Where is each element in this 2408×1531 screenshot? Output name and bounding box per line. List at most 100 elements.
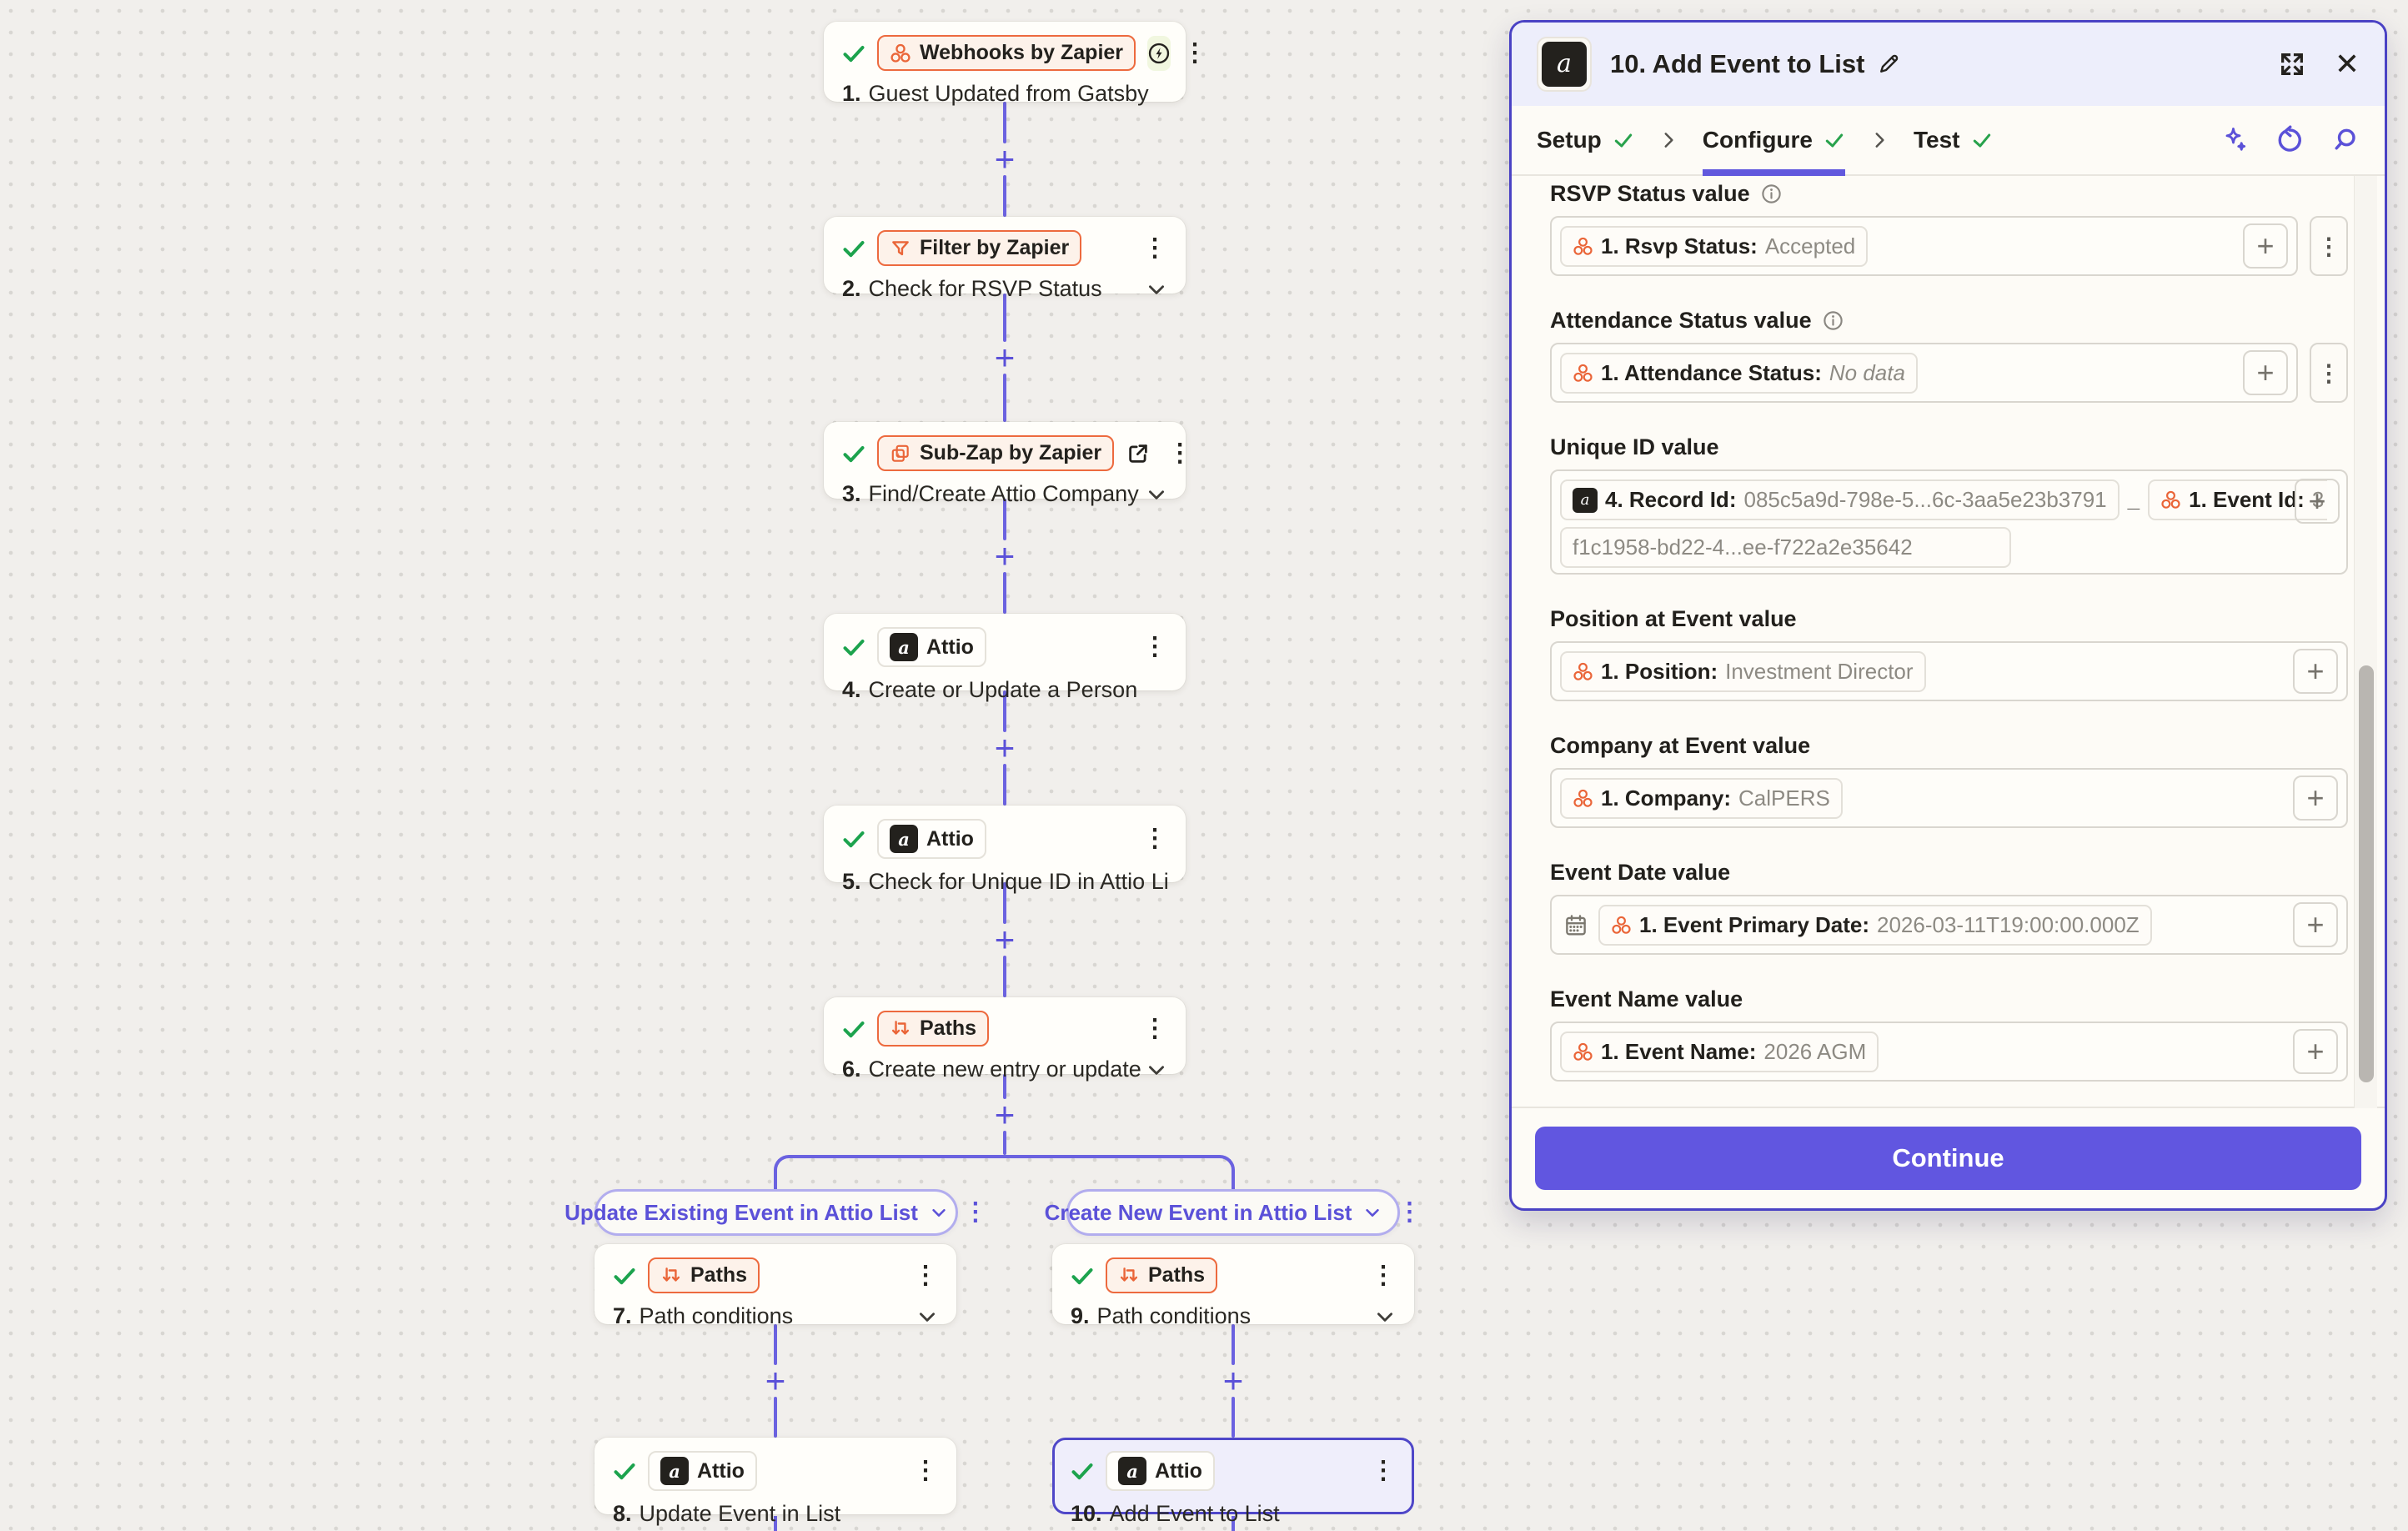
- add-step-button[interactable]: +: [765, 1361, 786, 1400]
- scrollbar-thumb[interactable]: [2359, 665, 2374, 1082]
- add-step-button[interactable]: +: [994, 1094, 1016, 1134]
- webhook-icon: [1573, 236, 1593, 257]
- path-branch-label-b[interactable]: Create New Event in Attio List ⋮: [1045, 1189, 1422, 1236]
- company-input[interactable]: 1. Company: CalPERS +: [1550, 768, 2348, 828]
- mapped-field-token[interactable]: 1. Company: CalPERS: [1560, 777, 1843, 819]
- app-badge-webhooks[interactable]: Webhooks by Zapier: [877, 35, 1136, 71]
- step-node-3[interactable]: Sub-Zap by Zapier ⋮ 3. Find/Create Attio…: [824, 422, 1192, 506]
- step-menu-button[interactable]: ⋮: [1371, 1261, 1396, 1289]
- mapped-field-token[interactable]: 1. Attendance Status: No data: [1560, 352, 1918, 394]
- field-company-at-event: Company at Event value 1. Company: CalPE…: [1550, 733, 2348, 828]
- step-menu-button[interactable]: ⋮: [1142, 1014, 1167, 1042]
- step-node-7[interactable]: Paths ⋮ 7. Path conditions: [594, 1244, 956, 1328]
- app-badge-attio[interactable]: a Attio: [648, 1451, 757, 1491]
- tab-test[interactable]: Test: [1914, 106, 1993, 174]
- event-name-input[interactable]: 1. Event Name: 2026 AGM +: [1550, 1022, 2348, 1082]
- step-number: 7.: [613, 1303, 632, 1328]
- add-step-button[interactable]: +: [994, 338, 1016, 377]
- expand-panel-icon[interactable]: [2278, 50, 2306, 78]
- app-badge-attio[interactable]: a Attio: [877, 819, 986, 859]
- search-icon[interactable]: [2330, 125, 2360, 155]
- field-event-date: Event Date value 1. Event Primary Date: …: [1550, 860, 2348, 955]
- webhook-icon: [1573, 661, 1593, 682]
- step-node-8[interactable]: a Attio ⋮ 8. Update Event in List: [594, 1438, 956, 1526]
- step-menu-button[interactable]: ⋮: [1142, 825, 1167, 852]
- step-menu-button[interactable]: ⋮: [1182, 38, 1208, 67]
- chevron-down-icon[interactable]: [1146, 484, 1167, 505]
- field-menu-button[interactable]: ⋮: [2310, 216, 2348, 276]
- step-node-5[interactable]: a Attio ⋮ 5. Check for Unique ID in Atti…: [824, 806, 1186, 894]
- step-number: 3.: [842, 481, 861, 506]
- insert-data-button[interactable]: +: [2243, 223, 2288, 269]
- step-node-10[interactable]: a Attio ⋮ 10. Add Event to List: [1052, 1438, 1414, 1526]
- rsvp-status-input[interactable]: 1. Rsvp Status: Accepted +: [1550, 216, 2298, 276]
- step-menu-button[interactable]: ⋮: [913, 1261, 938, 1289]
- panel-scrollbar[interactable]: [2354, 176, 2377, 1108]
- mapped-field-token[interactable]: a 4. Record Id: 085c5a9d-798e-5...6c-3aa…: [1560, 479, 2120, 520]
- refresh-icon[interactable]: [2275, 125, 2305, 155]
- instant-trigger-icon: [1147, 35, 1171, 71]
- insert-data-button[interactable]: +: [2293, 649, 2338, 694]
- field-menu-button[interactable]: ⋮: [2310, 343, 2348, 403]
- insert-data-button[interactable]: +: [2293, 1029, 2338, 1074]
- step-title: Path conditions: [639, 1303, 794, 1328]
- app-badge-subzap[interactable]: Sub-Zap by Zapier: [877, 435, 1115, 471]
- step-node-4[interactable]: a Attio ⋮ 4. Create or Update a Person: [824, 614, 1186, 702]
- add-step-button[interactable]: +: [994, 920, 1016, 959]
- step-menu-button[interactable]: ⋮: [1167, 439, 1193, 467]
- app-badge-paths[interactable]: Paths: [877, 1011, 990, 1047]
- add-step-button[interactable]: +: [994, 139, 1016, 178]
- chevron-down-icon[interactable]: [1146, 279, 1167, 300]
- step-node-6[interactable]: Paths ⋮ 6. Create new entry or update on…: [824, 997, 1186, 1082]
- step-menu-button[interactable]: ⋮: [913, 1457, 938, 1484]
- chevron-down-icon[interactable]: [930, 1203, 948, 1222]
- continue-button[interactable]: Continue: [1535, 1127, 2361, 1190]
- path-branch-label-a[interactable]: Update Existing Event in Attio List ⋮: [564, 1189, 988, 1236]
- branch-menu-button[interactable]: ⋮: [1397, 1198, 1422, 1226]
- calendar-icon[interactable]: [1563, 912, 1588, 937]
- tab-configure[interactable]: Configure: [1702, 106, 1846, 176]
- step-menu-button[interactable]: ⋮: [1142, 633, 1167, 660]
- edit-title-icon[interactable]: [1876, 52, 1901, 77]
- ai-sparkle-icon[interactable]: [2220, 125, 2250, 155]
- chevron-down-icon[interactable]: [1146, 1059, 1167, 1081]
- event-date-input[interactable]: 1. Event Primary Date: 2026-03-11T19:00:…: [1550, 895, 2348, 955]
- app-badge-paths[interactable]: Paths: [1106, 1257, 1218, 1293]
- app-badge-filter[interactable]: Filter by Zapier: [877, 230, 1082, 266]
- mapped-field-token[interactable]: 1. Event Primary Date: 2026-03-11T19:00:…: [1598, 904, 2152, 946]
- step-node-2[interactable]: Filter by Zapier ⋮ 2. Check for RSVP Sta…: [824, 217, 1186, 301]
- app-badge-attio[interactable]: a Attio: [1106, 1451, 1215, 1491]
- mapped-field-token[interactable]: 1. Event Name: 2026 AGM: [1560, 1031, 1879, 1072]
- insert-data-button[interactable]: +: [2243, 350, 2288, 395]
- step-node-1[interactable]: Webhooks by Zapier ⋮ 1. Guest Updated fr…: [824, 22, 1207, 106]
- branch-menu-button[interactable]: ⋮: [962, 1198, 988, 1226]
- add-step-button[interactable]: +: [1222, 1361, 1244, 1400]
- insert-data-button[interactable]: +: [2295, 479, 2340, 524]
- chevron-down-icon[interactable]: [1374, 1306, 1396, 1328]
- add-step-button[interactable]: +: [994, 536, 1016, 575]
- insert-data-button[interactable]: +: [2293, 776, 2338, 821]
- attio-icon: a: [1118, 1457, 1146, 1485]
- open-subzap-icon[interactable]: [1126, 441, 1151, 466]
- app-badge-paths[interactable]: Paths: [648, 1257, 760, 1293]
- add-step-button[interactable]: +: [994, 728, 1016, 767]
- step-menu-button[interactable]: ⋮: [1371, 1457, 1396, 1484]
- mapped-field-token[interactable]: 1. Rsvp Status: Accepted: [1560, 225, 1869, 267]
- step-menu-button[interactable]: ⋮: [1142, 233, 1167, 262]
- insert-data-button[interactable]: +: [2293, 902, 2338, 947]
- close-panel-icon[interactable]: ✕: [2334, 47, 2360, 81]
- mapped-field-token-wrap[interactable]: f1c1958-bd22-4...ee-f722a2e35642: [1560, 527, 2012, 568]
- position-input[interactable]: 1. Position: Investment Director +: [1550, 641, 2348, 701]
- tab-setup[interactable]: Setup: [1537, 106, 1634, 174]
- app-badge-attio[interactable]: a Attio: [877, 627, 986, 667]
- chevron-right-icon: [1869, 129, 1890, 151]
- unique-id-input[interactable]: a 4. Record Id: 085c5a9d-798e-5...6c-3aa…: [1550, 469, 2348, 575]
- attendance-status-input[interactable]: 1. Attendance Status: No data +: [1550, 343, 2298, 403]
- chevron-down-icon[interactable]: [1363, 1203, 1382, 1222]
- info-icon[interactable]: [1760, 183, 1783, 205]
- step-node-9[interactable]: Paths ⋮ 9. Path conditions: [1052, 1244, 1414, 1328]
- chevron-down-icon[interactable]: [916, 1306, 938, 1328]
- mapped-field-token[interactable]: 1. Position: Investment Director: [1560, 650, 1926, 692]
- info-icon[interactable]: [1822, 309, 1844, 332]
